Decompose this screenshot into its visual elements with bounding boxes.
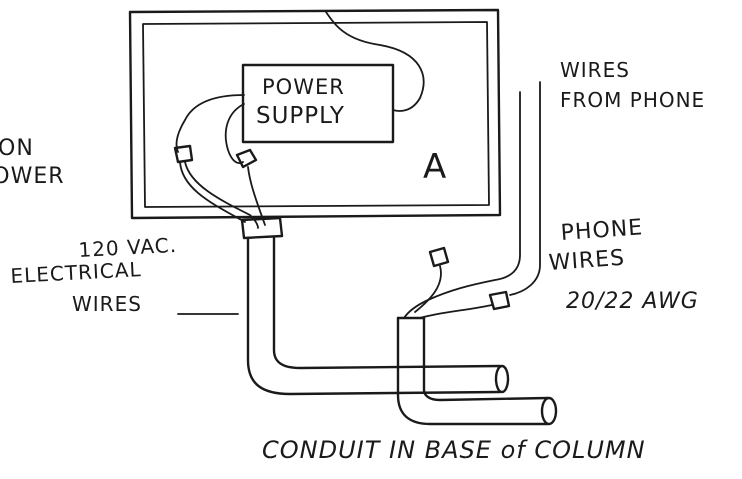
power-supply-box xyxy=(241,63,395,144)
phone-conduit-inner xyxy=(422,316,550,402)
electrical-conduit-end xyxy=(494,364,510,394)
box-letter: A xyxy=(423,147,448,187)
on-power-label-line1: ON xyxy=(0,136,34,161)
enclosure-box xyxy=(128,8,502,220)
conduit-caption: CONDUIT IN BASE of COLUMN xyxy=(262,436,646,464)
phone-connector-b xyxy=(488,290,511,311)
wires-from-phone-line1: WIRES xyxy=(560,58,630,82)
phone-connector-b-wire xyxy=(419,304,493,319)
phone-wires-label-line2: WIRES xyxy=(547,245,626,276)
phone-connector-a xyxy=(428,246,450,268)
phone-conduit xyxy=(396,316,550,426)
phone-incoming-wire-b xyxy=(509,81,541,296)
power-supply-label-line1: POWER xyxy=(262,75,345,99)
phone-incoming-wire-a xyxy=(403,91,521,319)
connector-left-wire-b xyxy=(179,161,246,223)
on-power-label-line2: POWER xyxy=(0,164,65,189)
electrical-label-line3: WIRES xyxy=(72,292,142,316)
connector-left-wire xyxy=(184,161,259,229)
phone-connector-a-wire xyxy=(414,265,442,313)
phone-conduit-end xyxy=(540,396,558,426)
conduit-bushing xyxy=(240,216,284,240)
supply-wire-mid xyxy=(224,103,245,164)
power-supply-label-line2: SUPPLY xyxy=(256,103,345,129)
supply-feed-wire xyxy=(325,11,425,112)
electrical-conduit xyxy=(246,236,502,396)
electrical-conduit-inner xyxy=(272,236,502,370)
connector-left xyxy=(173,144,194,164)
phone-wires-label-line1: PHONE xyxy=(559,215,644,246)
connector-mid xyxy=(235,148,258,169)
supply-wire-left xyxy=(175,94,245,153)
phone-wires-gauge: 20/22 AWG xyxy=(566,289,699,314)
wires-from-phone-line2: FROM PHONE xyxy=(560,88,706,112)
